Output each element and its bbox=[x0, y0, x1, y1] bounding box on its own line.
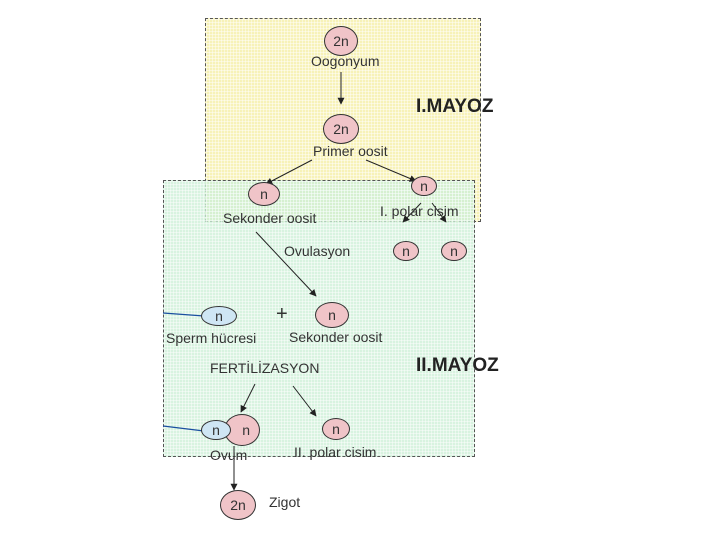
sperm-cell: n bbox=[201, 306, 237, 326]
ovum-label: Ovum bbox=[210, 447, 248, 463]
polar-body-division-a: n bbox=[393, 241, 419, 261]
oogonium-cell: 2n bbox=[324, 26, 358, 56]
arrow-polar-body-split-b bbox=[431, 202, 447, 223]
second-polar-body-label: II. polar cisim bbox=[294, 444, 377, 460]
secondary-oocyte-2-label: Sekonder oosit bbox=[289, 329, 383, 345]
secondary-oocyte-label: Sekonder oosit bbox=[223, 210, 317, 226]
arrow-polar-body-split-a bbox=[402, 202, 422, 223]
sperm-label: Sperm hücresi bbox=[166, 330, 257, 346]
arrow-primary-to-secondary bbox=[265, 159, 313, 185]
secondary-oocyte-2-cell: n bbox=[315, 302, 349, 328]
arrow-fertilization-to-ovum bbox=[240, 383, 256, 413]
ovulation-label: Ovulasyon bbox=[284, 243, 351, 259]
ovum-sperm-cell: n bbox=[201, 420, 231, 440]
zygote-label: Zigot bbox=[269, 494, 301, 510]
primary-oocyte-label: Primer oosit bbox=[313, 143, 388, 159]
meiosis-1-heading: I.MAYOZ bbox=[416, 96, 494, 117]
zygote-cell: 2n bbox=[220, 490, 256, 520]
arrow-primary-to-polar-body bbox=[365, 159, 417, 182]
primary-oocyte-cell: 2n bbox=[323, 114, 359, 144]
arrow-ovulation bbox=[255, 231, 317, 297]
second-polar-body-cell: n bbox=[322, 418, 350, 440]
oogonium-label: Oogonyum bbox=[311, 53, 380, 69]
arrow-fertilization-to-polar-body bbox=[292, 385, 317, 417]
polar-body-division-b: n bbox=[441, 241, 467, 261]
sperm-tail-line-ovum bbox=[162, 425, 205, 432]
first-polar-body-label: I. polar cisim bbox=[380, 203, 459, 219]
plus-sign: + bbox=[276, 303, 288, 325]
first-polar-body-cell: n bbox=[411, 176, 437, 196]
meiosis-2-heading: II.MAYOZ bbox=[416, 355, 499, 376]
secondary-oocyte-cell: n bbox=[248, 182, 280, 206]
fertilization-label: FERTİLİZASYON bbox=[210, 360, 320, 376]
sperm-tail-line bbox=[162, 312, 205, 317]
